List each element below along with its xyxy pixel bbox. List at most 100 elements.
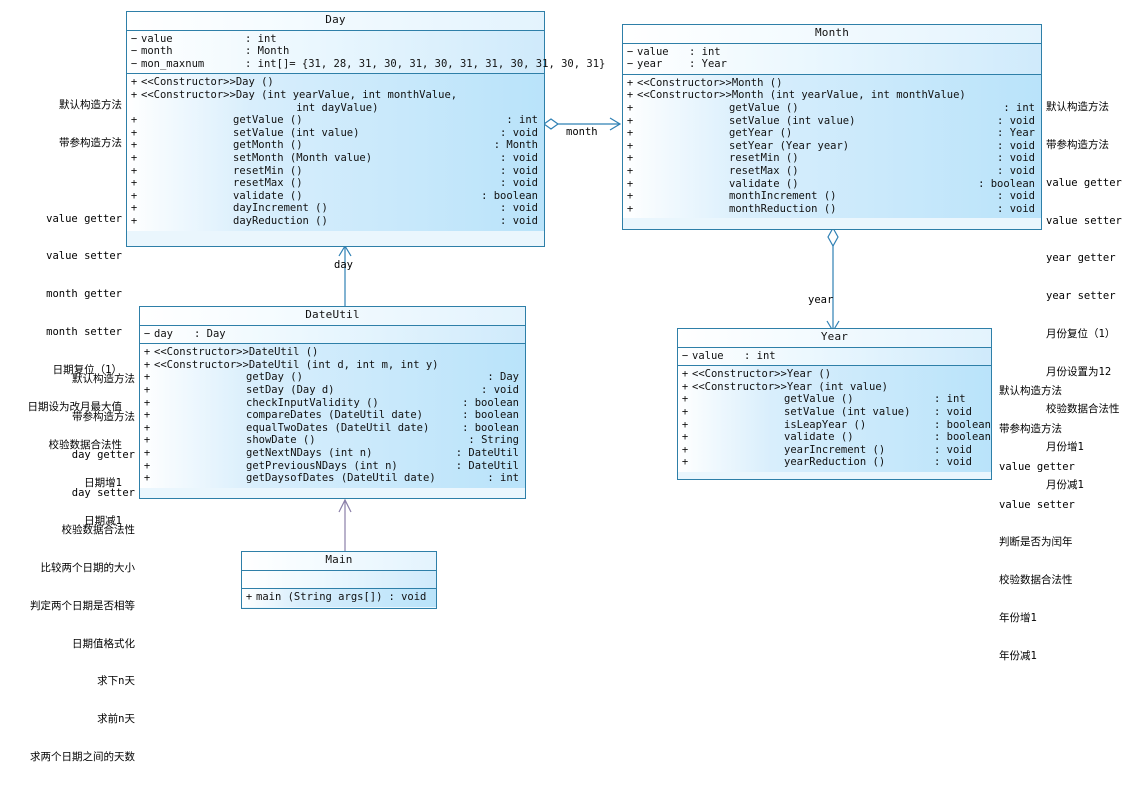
visibility: + bbox=[130, 151, 138, 164]
visibility: + bbox=[681, 418, 689, 431]
operation-return-type: void bbox=[997, 190, 1041, 203]
class-box-main[interactable]: Main + main (String args[]) void bbox=[241, 551, 437, 609]
visibility: + bbox=[626, 76, 634, 89]
class-operations-day: + <<Constructor>> Day () + <<Constructor… bbox=[127, 74, 544, 231]
operation-return-type: void bbox=[500, 165, 544, 178]
note-line: year getter bbox=[1046, 252, 1116, 265]
note-line: 带参构造方法 bbox=[1046, 138, 1109, 151]
visibility: + bbox=[130, 126, 138, 139]
note-line: 日期复位（1） bbox=[52, 363, 122, 376]
visibility: − bbox=[130, 57, 138, 70]
attribute-type: Year bbox=[701, 58, 727, 71]
attribute-type: Month bbox=[257, 45, 290, 58]
operation-signature: setValue (int value) bbox=[233, 126, 360, 139]
attribute-type: int bbox=[701, 45, 721, 58]
class-attributes-month: − value : int − year : Year bbox=[623, 43, 1041, 75]
edge-main-dateutil bbox=[338, 498, 352, 553]
operation-row: + getValue () int bbox=[678, 393, 991, 406]
attribute-row: − value : int bbox=[678, 350, 991, 363]
note-line: value getter bbox=[1046, 176, 1122, 189]
class-box-day[interactable]: Day − value : int − month : Month − mon_… bbox=[126, 11, 606, 247]
note-line: 求前n天 bbox=[97, 713, 135, 726]
operation-row: + monthIncrement () void bbox=[623, 190, 1041, 203]
operation-return-type: void bbox=[934, 406, 978, 419]
attribute-row: − year : Year bbox=[623, 58, 1041, 71]
notes-month: 默认构造方法 带参构造方法 value getter value setter … bbox=[1046, 76, 1137, 517]
note-line: value setter bbox=[46, 250, 122, 263]
note-line: value getter bbox=[999, 460, 1075, 473]
operation-return-type: DateUtil bbox=[456, 447, 525, 460]
class-box-dateutil[interactable]: DateUtil − day : Day + <<Constructor>> D… bbox=[139, 306, 526, 499]
operation-return-type: String bbox=[468, 434, 525, 447]
visibility: + bbox=[130, 139, 138, 152]
operation-row: + validate () boolean bbox=[678, 431, 991, 444]
note-line: 带参构造方法 bbox=[999, 422, 1062, 435]
operation-signature: resetMax () bbox=[233, 177, 303, 190]
operation-row: + getValue () int bbox=[127, 114, 544, 127]
visibility: + bbox=[626, 190, 634, 203]
attribute-type: Day bbox=[206, 327, 226, 340]
operation-row: + <<Constructor>> DateUtil (int d, int m… bbox=[140, 359, 525, 372]
operation-return-type: Day bbox=[487, 371, 525, 384]
notes-day: 默认构造方法 带参构造方法 value getter value setter … bbox=[0, 74, 123, 553]
operation-return-type: void bbox=[997, 115, 1041, 128]
operation-signature: monthIncrement () bbox=[729, 190, 837, 203]
note-line: 校验数据合法性 bbox=[999, 574, 1073, 587]
operation-signature: getValue () bbox=[784, 393, 854, 406]
visibility: + bbox=[681, 380, 689, 393]
edge-label-year: year bbox=[808, 294, 834, 306]
note-line: 默认构造方法 bbox=[999, 385, 1062, 398]
class-box-year[interactable]: Year − value : int + <<Constructor>> Yea… bbox=[677, 328, 992, 480]
operation-signature: setMonth (Month value) bbox=[233, 151, 373, 164]
operation-return-type: void bbox=[500, 152, 544, 165]
notes-dateutil: 默认构造方法 带参构造方法 day getter day setter 校验数据… bbox=[0, 348, 135, 789]
class-title-dateutil: DateUtil bbox=[140, 307, 525, 326]
operation-row: + <<Constructor>> DateUtil () bbox=[140, 346, 525, 359]
operation-return-type: boolean bbox=[481, 190, 544, 203]
operation-row: + main (String args[]) void bbox=[242, 591, 436, 604]
note-line: value setter bbox=[999, 498, 1075, 511]
note-line: 求下n天 bbox=[97, 675, 135, 688]
note-line: day setter bbox=[71, 486, 135, 499]
diagram-canvas: month day year Day − value : int − month… bbox=[0, 0, 1137, 614]
stereotype: <<Constructor>> bbox=[154, 358, 249, 371]
visibility: + bbox=[626, 164, 634, 177]
note-line: 默认构造方法 bbox=[59, 99, 122, 112]
operation-row: + <<Constructor>> Day () bbox=[127, 76, 544, 89]
operation-row: + getDay () Day bbox=[140, 371, 525, 384]
visibility: + bbox=[681, 443, 689, 456]
operation-row: + getMonth () Month bbox=[127, 139, 544, 152]
visibility: + bbox=[143, 459, 151, 472]
operation-signature: dayIncrement () bbox=[233, 202, 328, 215]
stereotype: <<Constructor>> bbox=[692, 368, 787, 381]
operation-signature: validate () bbox=[784, 431, 854, 444]
class-title-day: Day bbox=[127, 12, 544, 31]
visibility: + bbox=[681, 456, 689, 469]
class-operations-year: + <<Constructor>> Year () + <<Constructo… bbox=[678, 366, 991, 472]
operation-row: + showDate () String bbox=[140, 434, 525, 447]
class-box-month[interactable]: Month − value : int − year : Year + <<Co… bbox=[622, 24, 1042, 230]
edge-month-year bbox=[826, 226, 840, 333]
note-line: 带参构造方法 bbox=[72, 410, 135, 423]
operation-return-type: void bbox=[997, 203, 1041, 216]
visibility: + bbox=[626, 101, 634, 114]
operation-return-type: boolean bbox=[934, 431, 997, 444]
visibility: + bbox=[143, 421, 151, 434]
visibility: + bbox=[130, 76, 138, 89]
operation-signature: monthReduction () bbox=[729, 202, 837, 215]
visibility: − bbox=[130, 45, 138, 58]
visibility: + bbox=[626, 114, 634, 127]
operation-row: + <<Constructor>> Month (int yearValue, … bbox=[623, 89, 1041, 102]
operation-return-type: boolean bbox=[462, 409, 525, 422]
note-line: 年份减1 bbox=[999, 649, 1037, 662]
attribute-row: − value : int bbox=[127, 33, 544, 46]
operation-signature: getDay () bbox=[246, 371, 303, 384]
note-line: 日期增1 bbox=[84, 477, 122, 489]
operation-signature: showDate () bbox=[246, 434, 316, 447]
class-title-main: Main bbox=[242, 552, 436, 571]
class-attributes-dateutil: − day : Day bbox=[140, 325, 525, 345]
stereotype: <<Constructor>> bbox=[637, 89, 732, 102]
attribute-row: − mon_maxnum : int[] = {31, 28, 31, 30, … bbox=[127, 57, 606, 71]
attribute-name: year bbox=[637, 58, 663, 71]
stereotype: <<Constructor>> bbox=[141, 88, 236, 101]
